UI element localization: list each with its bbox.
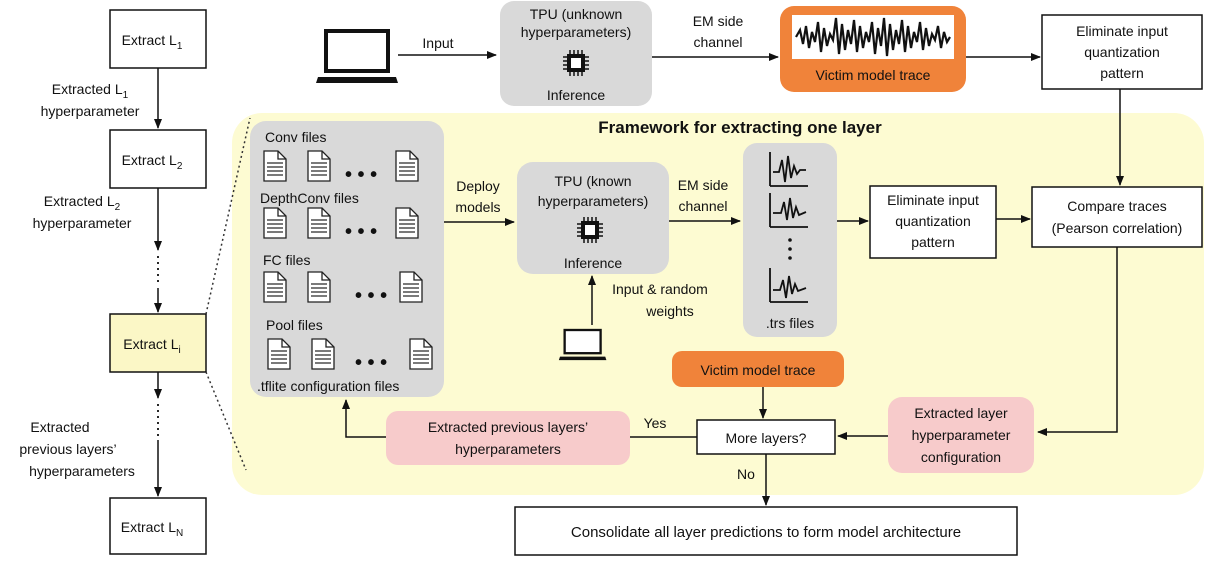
tpu-known-box: TPU (known hyperparameters) Inference bbox=[517, 162, 669, 274]
tpu-unknown-box: TPU (unknown hyperparameters) Inference bbox=[500, 1, 652, 106]
file-icon bbox=[395, 207, 419, 239]
em-side-channel-framework-2: channel bbox=[678, 198, 727, 214]
extracted-l1-label: Extracted L1 bbox=[52, 81, 129, 101]
svg-text:pattern: pattern bbox=[1100, 65, 1144, 81]
svg-text:Eliminate input: Eliminate input bbox=[887, 192, 979, 208]
svg-text:• • •: • • • bbox=[355, 285, 387, 307]
extracted-previous-framework-box: Extracted previous layers’ hyperparamete… bbox=[386, 411, 630, 465]
em-waveform-icon bbox=[795, 17, 951, 57]
framework-title: Framework for extracting one layer bbox=[598, 118, 882, 137]
trace-icon bbox=[769, 152, 808, 187]
svg-text:TPU (unknown: TPU (unknown bbox=[530, 6, 623, 22]
svg-text:• • •: • • • bbox=[345, 221, 377, 243]
file-icon bbox=[399, 271, 423, 303]
depthconv-files-label: DepthConv files bbox=[260, 190, 359, 206]
svg-text:configuration: configuration bbox=[921, 449, 1001, 465]
svg-text:quantization: quantization bbox=[895, 213, 971, 229]
file-icon bbox=[395, 150, 419, 182]
deploy-models-label: Deploy bbox=[456, 178, 500, 194]
extracted-previous-label-2: previous layers’ bbox=[19, 441, 116, 457]
extracted-layer-config-box: Extracted layer hyperparameter configura… bbox=[888, 397, 1034, 473]
svg-text:More layers?: More layers? bbox=[726, 430, 807, 446]
file-icon bbox=[307, 150, 331, 182]
input-label: Input bbox=[422, 35, 453, 51]
trace-icon bbox=[769, 193, 808, 228]
input-random-weights-label-2: weights bbox=[645, 303, 693, 319]
em-side-channel-top-2: channel bbox=[693, 34, 742, 50]
svg-text:hyperparameter: hyperparameter bbox=[912, 427, 1011, 443]
compare-traces-box: Compare traces (Pearson correlation) bbox=[1031, 186, 1203, 248]
svg-text:hyperparameters): hyperparameters) bbox=[521, 24, 632, 40]
svg-text:Victim model trace: Victim model trace bbox=[701, 362, 816, 378]
svg-text:(Pearson correlation): (Pearson correlation) bbox=[1052, 220, 1183, 236]
svg-text:Extracted layer: Extracted layer bbox=[914, 405, 1008, 421]
extract-li-box: Extract Li bbox=[109, 313, 207, 373]
extract-l2-box: Extract L2 bbox=[109, 129, 207, 189]
extract-l1-box: Extract L1 bbox=[109, 9, 207, 69]
pool-files-label: Pool files bbox=[266, 317, 323, 333]
svg-text:quantization: quantization bbox=[1084, 44, 1160, 60]
laptop-icon bbox=[314, 29, 400, 85]
extracted-l1-label-2: hyperparameter bbox=[41, 103, 140, 119]
svg-text:Inference: Inference bbox=[547, 87, 606, 103]
tflite-files-label: .tflite configuration files bbox=[257, 378, 399, 394]
svg-text:pattern: pattern bbox=[911, 234, 955, 250]
victim-trace-framework-box: Victim model trace bbox=[672, 351, 844, 387]
svg-text:Extract L1: Extract L1 bbox=[122, 32, 183, 52]
extracted-l2-label-2: hyperparameter bbox=[33, 215, 132, 231]
svg-text:Compare traces: Compare traces bbox=[1067, 198, 1167, 214]
svg-text:Inference: Inference bbox=[564, 255, 623, 271]
extracted-l2-label: Extracted L2 bbox=[44, 193, 121, 213]
consolidate-box: Consolidate all layer predictions to for… bbox=[514, 506, 1018, 556]
svg-text:Extract Li: Extract Li bbox=[123, 336, 180, 356]
svg-text:Consolidate all layer predicti: Consolidate all layer predictions to for… bbox=[571, 524, 961, 541]
file-icon bbox=[263, 150, 287, 182]
extract-ln-box: Extract LN bbox=[109, 497, 207, 555]
extracted-previous-label-3: hyperparameters bbox=[29, 463, 135, 479]
svg-text:TPU (known: TPU (known bbox=[554, 173, 631, 189]
eliminate-framework-box: Eliminate input quantization pattern bbox=[869, 185, 997, 259]
trs-files-panel: .trs files bbox=[743, 143, 837, 337]
svg-text:Extracted previous layers’: Extracted previous layers’ bbox=[428, 419, 588, 435]
no-label: No bbox=[737, 466, 755, 482]
svg-text:Victim model trace: Victim model trace bbox=[816, 67, 931, 83]
em-side-channel-framework: EM side bbox=[678, 177, 729, 193]
file-icon bbox=[307, 207, 331, 239]
svg-text:• • •: • • • bbox=[345, 164, 377, 186]
em-side-channel-top: EM side bbox=[693, 13, 744, 29]
file-icon bbox=[267, 338, 291, 370]
trace-icon bbox=[769, 268, 808, 303]
svg-text:hyperparameters: hyperparameters bbox=[455, 441, 561, 457]
file-icon bbox=[263, 271, 287, 303]
more-layers-decision: More layers? bbox=[696, 419, 836, 455]
file-icon bbox=[409, 338, 433, 370]
svg-text:Extract LN: Extract LN bbox=[121, 519, 183, 539]
fc-files-label: FC files bbox=[263, 252, 310, 268]
extracted-previous-label: Extracted bbox=[30, 419, 89, 435]
input-random-weights-label: Input & random bbox=[612, 281, 708, 297]
model-files-panel: Conv files • • • DepthConv files • • • F… bbox=[250, 121, 444, 397]
yes-label: Yes bbox=[644, 415, 667, 431]
svg-text:Extract L2: Extract L2 bbox=[122, 152, 183, 172]
file-icon bbox=[307, 271, 331, 303]
file-icon bbox=[311, 338, 335, 370]
victim-trace-top-box: Victim model trace bbox=[780, 6, 966, 92]
conv-files-label: Conv files bbox=[265, 129, 326, 145]
deploy-models-label-2: models bbox=[455, 199, 500, 215]
eliminate-top-box: Eliminate input quantization pattern bbox=[1041, 14, 1203, 90]
svg-text:hyperparameters): hyperparameters) bbox=[538, 193, 649, 209]
file-icon bbox=[263, 207, 287, 239]
svg-text:Eliminate input: Eliminate input bbox=[1076, 23, 1168, 39]
svg-text:• • •: • • • bbox=[355, 352, 387, 374]
svg-text:.trs files: .trs files bbox=[766, 315, 814, 331]
